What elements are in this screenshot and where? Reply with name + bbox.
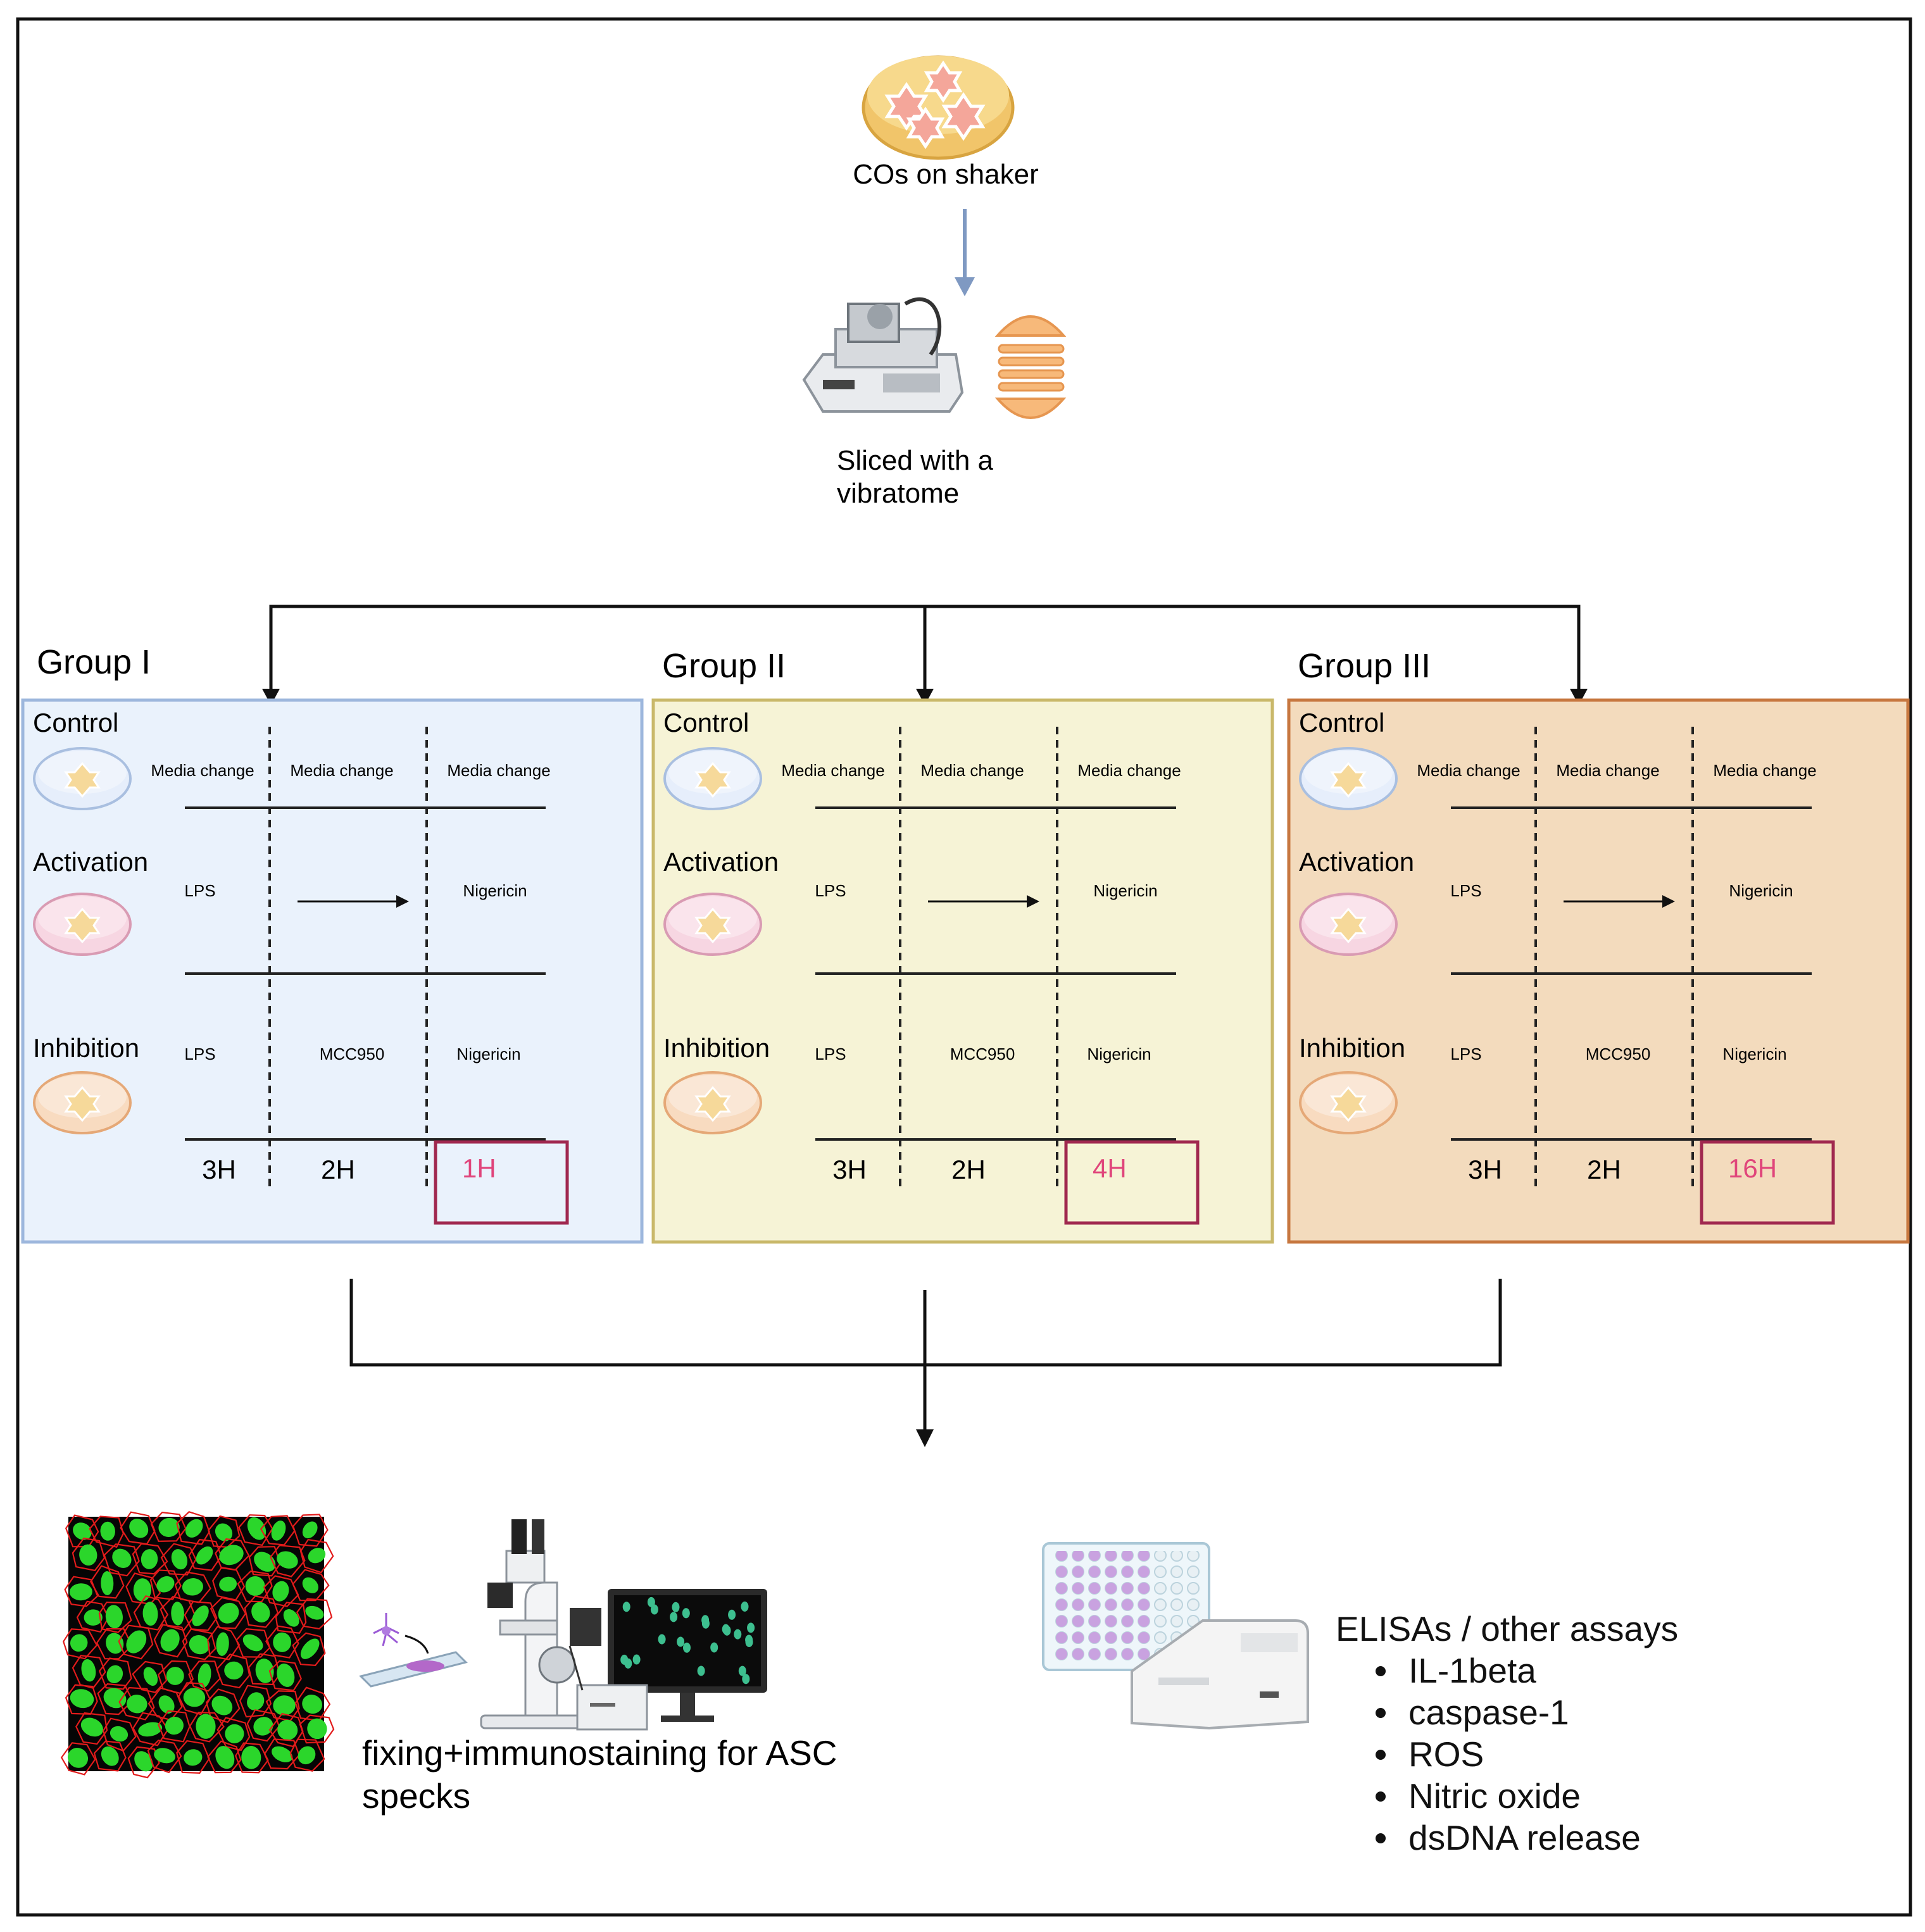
hour-label: 3H (202, 1155, 236, 1184)
vibratome-icon (802, 297, 964, 413)
treatment-label: Nigericin (456, 1044, 520, 1063)
treatment-label: Media change (781, 761, 884, 780)
assay-item: ROS (1375, 1733, 1678, 1775)
treatment-label: Media change (447, 761, 550, 780)
group-title: Group II (662, 647, 786, 685)
row-label-control: Control (1299, 708, 1384, 737)
row-label-inhibition: Inhibition (33, 1033, 139, 1063)
merge-connector (349, 1279, 1502, 1432)
activation-arrowhead (1027, 895, 1039, 908)
hour-label: 3H (1468, 1155, 1502, 1184)
sliced-organoid-icon (994, 315, 1067, 419)
hour-label: 2H (1587, 1155, 1621, 1184)
petri-dish-icon (33, 1071, 132, 1134)
hour-label: 2H (321, 1155, 355, 1184)
arrowhead-group-1 (262, 689, 280, 705)
assays-list: IL-1beta caspase-1 ROS Nitric oxide dsDN… (1336, 1650, 1678, 1859)
petri-dish-icon (663, 747, 762, 810)
row-label-inhibition: Inhibition (1299, 1033, 1405, 1063)
arrowhead-group-3 (1570, 689, 1588, 705)
treatment-label: LPS (1450, 1044, 1481, 1063)
monitor-icon (568, 1589, 767, 1731)
row-label-activation: Activation (663, 847, 779, 877)
hour-label: 3H (832, 1155, 867, 1184)
microscopy-label-line1: fixing+immunostaining for ASC (362, 1733, 837, 1772)
treatment-label: Media change (920, 761, 1024, 780)
step1-label: COs on shaker (853, 159, 1038, 190)
branch-connector (269, 605, 1581, 691)
treatment-label: Media change (1556, 761, 1659, 780)
final-hour-label: 16H (1728, 1153, 1777, 1183)
assay-item: dsDNA release (1375, 1817, 1678, 1859)
outer-frame (16, 17, 1912, 1917)
group-title: Group I (37, 643, 151, 681)
treatment-label: Nigericin (463, 881, 527, 900)
assays-section: ELISAs / other assays IL-1beta caspase-1… (1336, 1608, 1678, 1859)
treatment-label: MCC950 (950, 1044, 1015, 1063)
treatment-label: LPS (815, 881, 846, 900)
petri-dish-icon (33, 747, 132, 810)
treatment-label: LPS (184, 1044, 215, 1063)
treatment-label: LPS (1450, 881, 1481, 900)
row-label-activation: Activation (33, 847, 148, 877)
activation-arrowhead (396, 895, 409, 908)
treatment-label: Media change (290, 761, 393, 780)
petri-dish-icon (663, 893, 762, 956)
arrowhead-group-2 (916, 689, 934, 705)
assays-title: ELISAs / other assays (1336, 1609, 1679, 1648)
petri-dish-icon (862, 55, 1015, 160)
petri-dish-icon (1299, 893, 1398, 956)
treatment-label: Nigericin (1087, 1044, 1151, 1063)
slide-arrow-icon (404, 1634, 429, 1654)
row-label-inhibition: Inhibition (663, 1033, 770, 1063)
hour-label: 2H (951, 1155, 986, 1184)
cell-stain-image (60, 1511, 335, 1779)
final-hour-label: 4H (1093, 1153, 1127, 1183)
treatment-label: MCC950 (320, 1044, 385, 1063)
row-label-activation: Activation (1299, 847, 1414, 877)
row-label-control: Control (663, 708, 749, 737)
treatment-label: LPS (184, 881, 215, 900)
final-hour-box (434, 1140, 569, 1225)
assay-item: IL-1beta (1375, 1650, 1678, 1691)
treatment-label: Media change (1077, 761, 1181, 780)
row-label-control: Control (33, 708, 118, 737)
flow-arrowhead-1 (955, 277, 975, 296)
step2-label-line2: vibratome (837, 478, 959, 509)
slide-icon (359, 1613, 468, 1688)
activation-arrowhead (1662, 895, 1675, 908)
treatment-label: MCC950 (1586, 1044, 1651, 1063)
petri-dish-icon (1299, 747, 1398, 810)
treatment-label: LPS (815, 1044, 846, 1063)
treatment-label: Media change (151, 761, 254, 780)
treatment-label: Media change (1713, 761, 1816, 780)
plate-reader-icon (1131, 1619, 1309, 1730)
assay-item: Nitric oxide (1375, 1775, 1678, 1817)
arrowhead-merge (916, 1429, 934, 1447)
treatment-label: Nigericin (1722, 1044, 1786, 1063)
treatment-label: Media change (1417, 761, 1520, 780)
treatment-label: Nigericin (1729, 881, 1793, 900)
microscope-icon (480, 1519, 601, 1729)
step2-label-line1: Sliced with a (837, 445, 994, 476)
petri-dish-icon (33, 893, 132, 956)
final-hour-box (1700, 1140, 1835, 1225)
petri-dish-icon (663, 1071, 762, 1134)
microscopy-label-line2: specks (362, 1776, 470, 1816)
final-hour-box (1064, 1140, 1200, 1225)
petri-dish-icon (1299, 1071, 1398, 1134)
final-hour-label: 1H (462, 1153, 496, 1183)
group-title: Group III (1298, 647, 1431, 685)
treatment-label: Nigericin (1093, 881, 1157, 900)
assay-item: caspase-1 (1375, 1691, 1678, 1733)
